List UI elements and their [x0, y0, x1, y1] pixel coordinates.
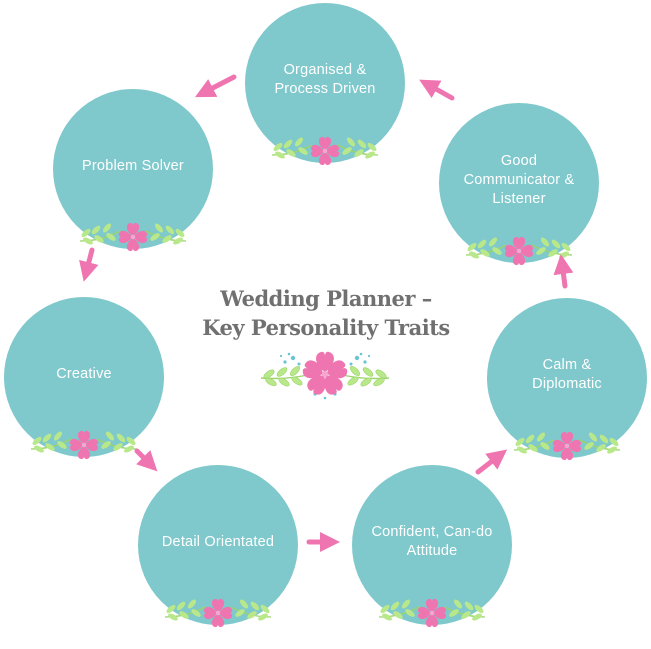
floral-ornament-icon [260, 351, 390, 400]
trait-organised: Organised & Process Driven [245, 3, 405, 166]
trait-communicator: Good Communicator & Listener [439, 103, 599, 266]
arrow-organised-to-problem-solver [195, 74, 237, 98]
trait-creative: Creative [4, 297, 164, 460]
trait-calm: Calm & Diplomatic [487, 298, 647, 461]
trait-label: Organised & Process Driven [274, 62, 376, 97]
trait-label: Creative [56, 365, 112, 382]
wreath-icon [271, 136, 379, 166]
trait-label: Confident, Can-do Attitude [371, 524, 493, 559]
wreath-icon [30, 430, 138, 460]
trait-label: Calm & Diplomatic [532, 357, 602, 392]
arrow-communicator-to-organised [419, 79, 455, 101]
wreath-icon [164, 598, 272, 628]
trait-label: Good Communicator & Listener [463, 152, 575, 207]
trait-problem-solver: Problem Solver [53, 89, 213, 252]
wreath-icon [378, 598, 486, 628]
title-line-1: Wedding Planner – [220, 286, 432, 311]
diagram-title: Wedding Planner – Key Personality Traits [176, 284, 476, 342]
arrow-creative-to-detail [134, 448, 158, 472]
wreath-icon [79, 222, 187, 252]
wreath-icon [465, 236, 573, 266]
trait-confident: Confident, Can-do Attitude [352, 465, 512, 628]
arrow-confident-to-calm [475, 449, 508, 475]
wreath-icon [513, 431, 621, 461]
trait-label: Problem Solver [82, 157, 184, 174]
title-line-2: Key Personality Traits [202, 315, 450, 340]
trait-label: Detail Orientated [161, 533, 275, 550]
trait-detail: Detail Orientated [138, 465, 298, 628]
